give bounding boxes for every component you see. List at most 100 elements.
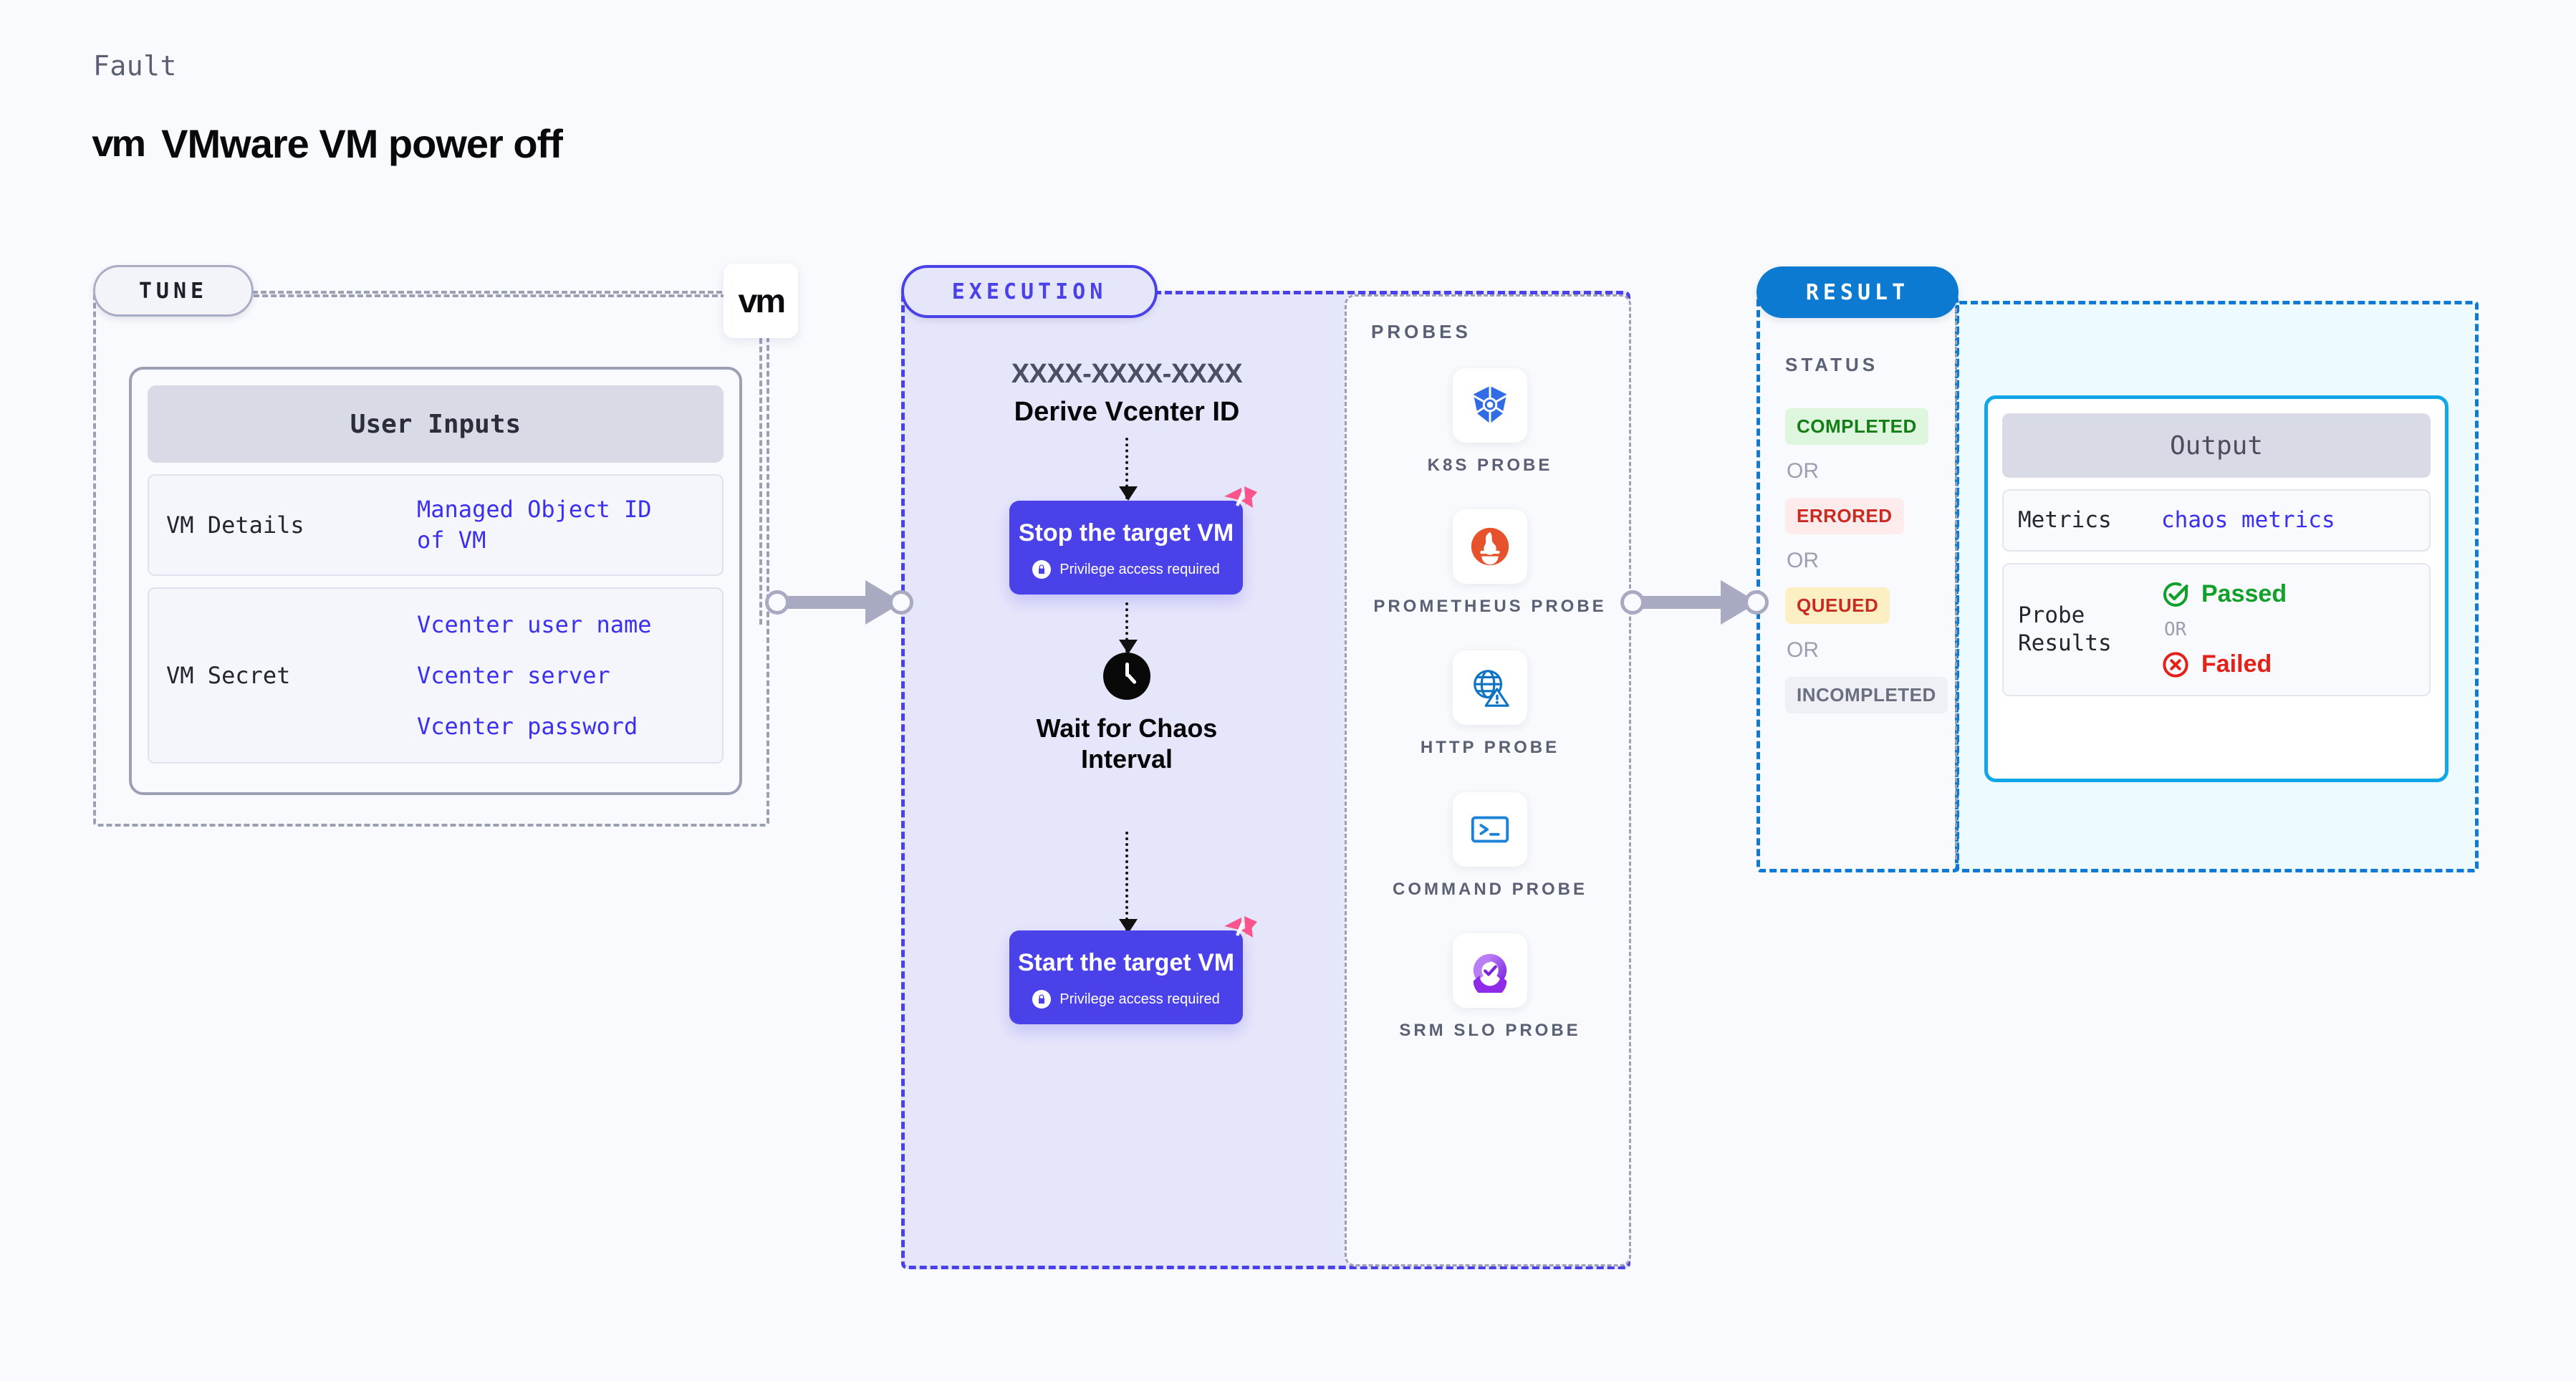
lock-icon — [1032, 990, 1052, 1009]
status-badge-completed: COMPLETED — [1785, 408, 1936, 445]
probe-item-command[interactable]: COMMAND PROBE — [1347, 791, 1633, 900]
user-inputs-title: User Inputs — [148, 385, 724, 463]
vm-secret-row: VM Secret Vcenter user name Vcenter serv… — [148, 587, 724, 764]
derive-vcenter-id-value: XXXX-XXXX-XXXX — [1011, 359, 1243, 389]
vm-secret-key: VM Secret — [166, 662, 291, 690]
http-globe-icon — [1474, 670, 1509, 708]
arrow-tune-to-execution — [765, 580, 915, 625]
probe-results-key: Probe Results — [2018, 602, 2161, 658]
page-title: VMware VM power off — [161, 121, 563, 166]
clock-icon — [1103, 653, 1150, 700]
probe-item-prometheus[interactable]: PROMETHEUS PROBE — [1347, 509, 1633, 617]
step-stop-target-vm[interactable]: Stop the target VM Privilege access requ… — [1009, 486, 1257, 595]
probes-title: PROBES — [1371, 321, 1471, 342]
status-or-3: OR — [1787, 638, 1819, 662]
flow-connector-2 — [1119, 602, 1138, 654]
probe-label: SRM SLO PROBE — [1399, 1020, 1581, 1040]
vmware-badge: vm — [724, 264, 798, 338]
status-list: COMPLETED OR ERRORED OR QUEUED OR INCOMP… — [1785, 408, 1948, 713]
arrow-line — [778, 596, 875, 609]
probes-region: PROBES — [1345, 294, 1631, 1266]
terminal-icon — [1471, 816, 1509, 842]
status-badge-queued: QUEUED — [1785, 587, 1936, 624]
status-badge-errored: ERRORED — [1785, 498, 1936, 534]
kubernetes-icon — [1472, 385, 1508, 424]
wait-label-line1: Wait for Chaos — [1036, 713, 1218, 743]
step-start-target-vm[interactable]: Start the target VM Privilege access req… — [1009, 916, 1257, 1024]
step-start-title: Start the target VM — [1017, 949, 1235, 976]
vm-details-value-1: Managed Object ID — [417, 496, 652, 523]
probe-item-k8s[interactable]: K8S PROBE — [1347, 368, 1633, 476]
probe-results-key-line1: Probe — [2018, 602, 2085, 628]
arrow-start-dot — [765, 590, 789, 615]
result-pill[interactable]: RESULT — [1756, 266, 1959, 318]
probe-item-srm-slo[interactable]: SRM SLO PROBE — [1347, 933, 1633, 1041]
check-circle-icon — [2163, 582, 2188, 607]
arrow-end-dot — [1744, 590, 1769, 615]
derive-vcenter-id-label: Derive Vcenter ID — [1014, 397, 1240, 427]
page-title-row: vm VMware VM power off — [92, 120, 563, 167]
output-title: Output — [2002, 413, 2431, 478]
tune-pill[interactable]: TUNE — [93, 265, 254, 317]
vm-details-key: VM Details — [166, 511, 304, 539]
tune-region — [93, 291, 769, 827]
vm-secret-value-3: Vcenter password — [417, 712, 638, 740]
execution-pill[interactable]: EXECUTION — [901, 265, 1158, 318]
probe-item-http[interactable]: HTTP PROBE — [1347, 650, 1633, 759]
probe-result-passed: Passed — [2161, 580, 2287, 609]
vm-secret-values: Vcenter user name Vcenter server Vcenter… — [417, 607, 652, 744]
probe-label: HTTP PROBE — [1420, 738, 1560, 758]
probe-tile — [1453, 933, 1527, 1008]
probe-results-or: OR — [2164, 618, 2187, 640]
tune-connector-vertical — [759, 338, 762, 625]
user-inputs-card: User Inputs VM Details Managed Object ID… — [129, 367, 742, 795]
output-card: Output Metrics chaos metrics Probe Resul… — [1984, 395, 2448, 782]
probe-tile — [1453, 791, 1527, 867]
vmware-logo-icon: vm — [92, 122, 146, 165]
vm-details-values: Managed Object ID of VM — [417, 494, 652, 556]
status-badge: INCOMPLETED — [1785, 677, 1948, 713]
flow-connector-1 — [1119, 438, 1138, 501]
probe-failed-label: Failed — [2201, 650, 2272, 678]
srm-slo-icon — [1473, 953, 1507, 993]
x-circle-icon — [2163, 652, 2188, 678]
probe-results-key-line2: Results — [2018, 630, 2112, 656]
probe-results-values: Passed OR Failed — [2161, 580, 2287, 679]
probe-label: COMMAND PROBE — [1393, 879, 1587, 899]
step-stop-title: Stop the target VM — [1018, 519, 1234, 547]
vmware-badge-logo-icon: vm — [738, 282, 786, 319]
status-badge-incompleted: INCOMPLETED — [1785, 677, 1948, 713]
derive-vcenter-block: XXXX-XXXX-XXXX Derive Vcenter ID — [933, 359, 1320, 428]
probes-list: K8S PROBE PROMETHEUS PROBE — [1347, 368, 1633, 1074]
step-stop-subtitle-row: Privilege access required — [1009, 560, 1243, 579]
page-kicker: Fault — [93, 50, 177, 82]
arrow-execution-to-result — [1620, 580, 1771, 625]
prometheus-icon — [1471, 528, 1509, 566]
flow-connector-3 — [1119, 832, 1138, 933]
wait-for-chaos-label: Wait for Chaos Interval — [933, 713, 1320, 774]
probe-result-failed: Failed — [2161, 650, 2287, 679]
harness-logo-icon — [1224, 916, 1257, 938]
execution-region: XXXX-XXXX-XXXX Derive Vcenter ID Stop th… — [901, 291, 1631, 1269]
tune-connector-horizontal — [254, 294, 726, 297]
metrics-key: Metrics — [2018, 507, 2112, 533]
probe-tile — [1453, 368, 1527, 443]
harness-logo-icon — [1224, 486, 1257, 508]
probe-label: PROMETHEUS PROBE — [1373, 597, 1607, 617]
probe-tile — [1453, 509, 1527, 584]
step-start-subtitle: Privilege access required — [1059, 991, 1220, 1007]
wait-for-chaos-block: Wait for Chaos Interval — [933, 653, 1320, 774]
probe-passed-label: Passed — [2201, 580, 2287, 608]
step-start-subtitle-row: Privilege access required — [1009, 990, 1243, 1009]
status-badge: QUEUED — [1785, 587, 1890, 624]
arrow-end-dot — [889, 590, 913, 615]
vm-details-row: VM Details Managed Object ID of VM — [148, 474, 724, 577]
arrow-line — [1633, 596, 1731, 609]
execution-inner: XXXX-XXXX-XXXX Derive Vcenter ID Stop th… — [905, 294, 1631, 1266]
status-or-1: OR — [1787, 459, 1819, 483]
status-or-2: OR — [1787, 549, 1819, 572]
probe-results-row: Probe Results Passed OR Fai — [2002, 562, 2431, 696]
result-output-divider — [1955, 308, 1957, 860]
probe-tile — [1453, 650, 1527, 726]
